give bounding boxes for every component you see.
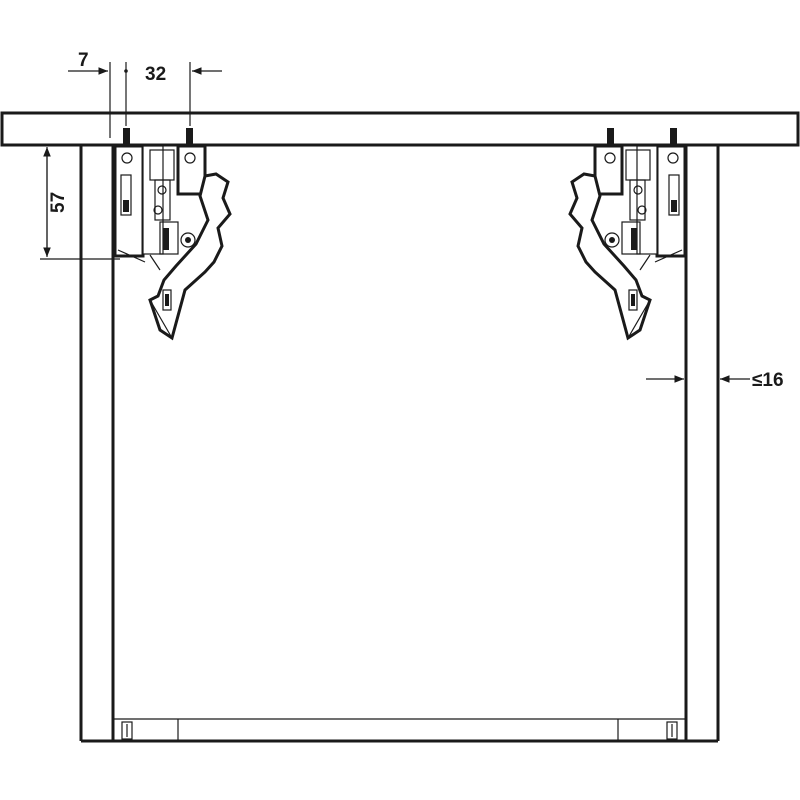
bottom-dowel-left: [121, 721, 133, 740]
dimension-offset-left: 7: [68, 50, 111, 138]
top-panel: [0, 111, 800, 147]
flap-mechanism-right: [568, 128, 687, 341]
dimension-height-label: 57: [48, 192, 69, 213]
dimension-panel-thickness: ≤16: [646, 370, 784, 391]
dimension-offset-left-label: 7: [78, 50, 89, 71]
bottom-dowel-right: [666, 721, 678, 740]
flap-mechanism-left: [113, 128, 232, 341]
dimension-panel-thickness-label: ≤16: [752, 370, 784, 391]
dimension-hole-spacing: 32: [124, 62, 222, 126]
dimension-height: 57: [40, 147, 120, 260]
dimension-hole-spacing-label: 32: [145, 64, 166, 85]
